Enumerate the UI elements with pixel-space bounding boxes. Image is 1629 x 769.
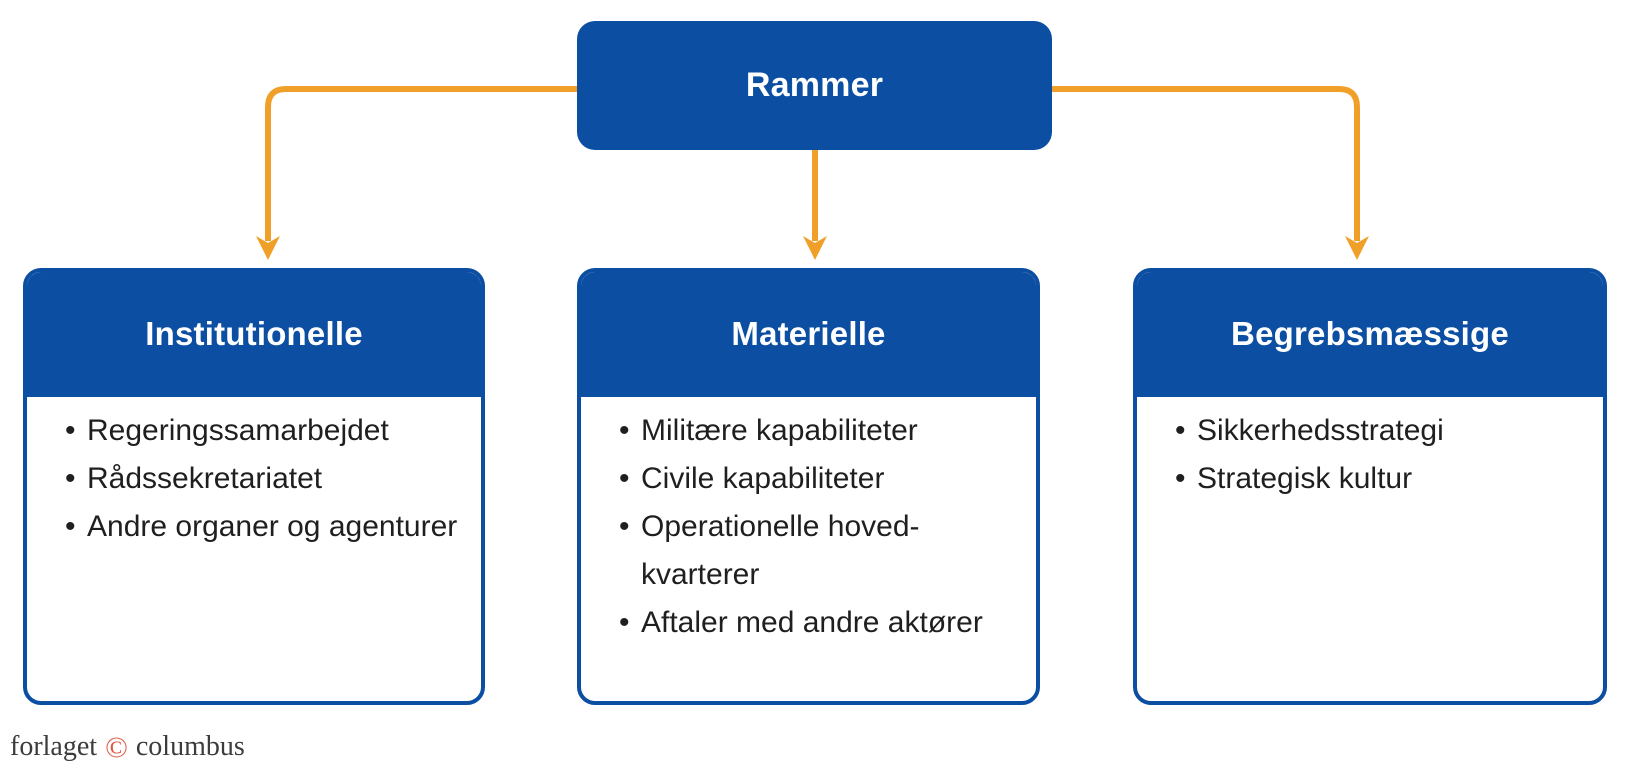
publisher-logo-right: columbus: [135, 731, 245, 762]
copyright-icon: ©: [105, 731, 128, 764]
bullet-list: •Sikkerhedsstrategi •Strategisk kultur: [1175, 407, 1585, 503]
bullet-list: •Militære kapabiliteter •Civile kapabili…: [619, 407, 1018, 647]
list-item: •Regeringssamarbejdet: [65, 407, 463, 455]
bullet-icon: •: [619, 462, 630, 495]
list-item: •Sikkerhedsstrategi: [1175, 407, 1585, 455]
list-item: •Andre organer og agenturer: [65, 503, 463, 551]
bullet-list: •Regeringssamarbejdet •Rådssekretariatet…: [65, 407, 463, 551]
connector-right-line: [1052, 86, 1360, 241]
connector-left-arrowhead: [256, 236, 280, 260]
publisher-logo: forlaget©columbus: [10, 731, 245, 763]
bullet-icon: •: [65, 510, 76, 543]
bullet-icon: •: [1175, 462, 1186, 495]
list-item: •Civile kapabiliteter: [619, 455, 1018, 503]
branch-header: Materielle: [581, 272, 1036, 397]
bullet-icon: •: [65, 414, 76, 447]
bullet-icon: •: [619, 414, 630, 447]
bullet-icon: •: [65, 462, 76, 495]
bullet-icon: •: [1175, 414, 1186, 447]
branch-node-materielle: Materielle •Militære kapabiliteter •Civi…: [577, 268, 1040, 705]
list-item: •Strategisk kultur: [1175, 455, 1585, 503]
root-node-rammer: Rammer: [577, 21, 1052, 150]
list-item: •Operationelle hoved- kvarterer: [619, 503, 1018, 599]
branch-title: Materielle: [731, 315, 886, 352]
list-item: •Rådssekretariatet: [65, 455, 463, 503]
branch-node-institutionelle: Institutionelle •Regeringssamarbejdet •R…: [23, 268, 485, 705]
connector-middle-arrowhead: [803, 236, 827, 260]
branch-title: Begrebsmæssige: [1231, 315, 1509, 352]
list-item: •Aftaler med andre aktører: [619, 599, 1018, 647]
publisher-logo-left: forlaget: [10, 731, 98, 762]
connector-left-line: [265, 86, 577, 241]
branch-header: Institutionelle: [27, 272, 481, 397]
bullet-icon: •: [619, 510, 630, 543]
branch-body: •Militære kapabiliteter •Civile kapabili…: [581, 397, 1036, 647]
branch-body: •Regeringssamarbejdet •Rådssekretariatet…: [27, 397, 481, 551]
bullet-icon: •: [619, 606, 630, 639]
branch-node-begrebsmaessige: Begrebsmæssige •Sikkerhedsstrategi •Stra…: [1133, 268, 1607, 705]
connector-right-arrowhead: [1345, 236, 1369, 260]
root-node-title: Rammer: [745, 66, 884, 104]
branch-title: Institutionelle: [145, 315, 363, 352]
branch-header: Begrebsmæssige: [1137, 272, 1603, 397]
list-item: •Militære kapabiliteter: [619, 407, 1018, 455]
branch-body: •Sikkerhedsstrategi •Strategisk kultur: [1137, 397, 1603, 503]
